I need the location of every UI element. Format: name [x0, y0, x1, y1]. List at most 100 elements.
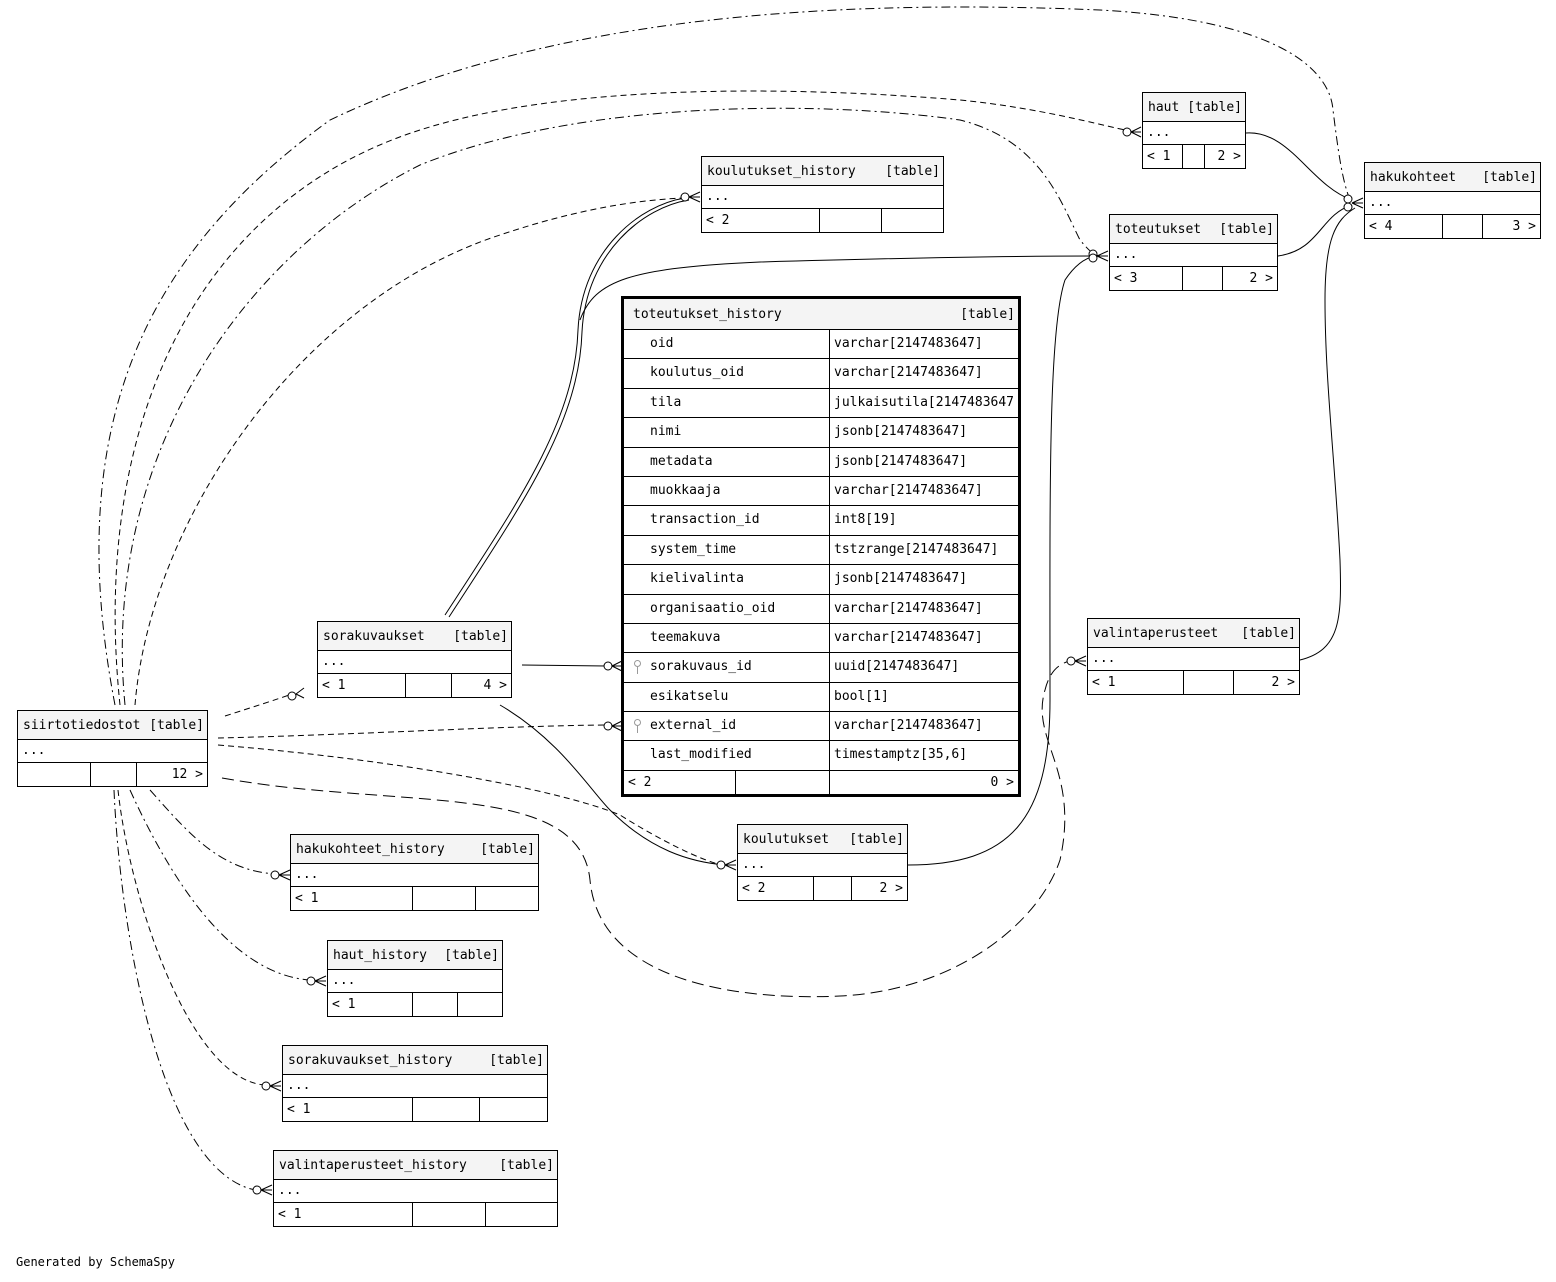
- columns-collapsed[interactable]: ...: [274, 1180, 557, 1203]
- parents-count[interactable]: < 1: [283, 1098, 413, 1121]
- table-name[interactable]: koulutukset_history: [707, 163, 856, 179]
- column-type: varchar[2147483647]: [834, 336, 983, 351]
- table-sorakuvaukset[interactable]: sorakuvaukset [table] ... < 1 4 >: [317, 621, 512, 698]
- table-haut-history[interactable]: haut_history [table] ... < 1: [327, 940, 503, 1017]
- column-type: timestamptz[35,6]: [834, 747, 968, 763]
- table-haut[interactable]: haut [table] ... < 1 2 >: [1142, 92, 1246, 169]
- columns-collapsed[interactable]: ...: [291, 864, 538, 887]
- columns-collapsed[interactable]: ...: [702, 186, 943, 209]
- columns-collapsed[interactable]: ...: [1088, 648, 1299, 671]
- children-count[interactable]: [486, 1203, 557, 1226]
- edge-siirtotiedostot-sorakuvaukset: [224, 692, 296, 717]
- table-footer: < 1 4 >: [318, 674, 511, 697]
- columns-collapsed[interactable]: ...: [738, 854, 907, 877]
- table-name[interactable]: toteutukset: [1115, 221, 1202, 237]
- children-count[interactable]: [480, 1098, 547, 1121]
- table-koulutukset[interactable]: koulutukset [table] ... < 2 2 >: [737, 824, 908, 901]
- table-name[interactable]: haut: [1148, 99, 1180, 115]
- columns-collapsed[interactable]: ...: [318, 651, 511, 674]
- column-name: kielivalinta: [624, 565, 830, 594]
- edge-siirtotiedostot-koulutukset: [217, 744, 723, 866]
- table-name[interactable]: hakukohteet_history: [296, 841, 445, 857]
- table-name[interactable]: valintaperusteet: [1093, 625, 1219, 641]
- table-name[interactable]: siirtotiedostot: [23, 717, 141, 733]
- parents-count[interactable]: < 2: [738, 877, 814, 900]
- table-valintaperusteet-history[interactable]: valintaperusteet_history [table] ... < 1: [273, 1150, 558, 1227]
- columns-collapsed[interactable]: ...: [1110, 244, 1277, 267]
- parents-count[interactable]: < 1: [1143, 145, 1183, 168]
- table-hakukohteet[interactable]: hakukohteet [table] ... < 4 3 >: [1364, 162, 1541, 239]
- table-name[interactable]: sorakuvaukset: [323, 628, 425, 644]
- table-name[interactable]: toteutukset_history: [633, 306, 782, 322]
- columns-collapsed[interactable]: ...: [1365, 192, 1540, 215]
- footer-middle: [413, 887, 476, 910]
- table-name[interactable]: valintaperusteet_history: [279, 1157, 467, 1173]
- parents-count[interactable]: < 1: [318, 674, 406, 697]
- table-name[interactable]: koulutukset: [743, 831, 830, 847]
- children-count[interactable]: 2 >: [1217, 149, 1241, 164]
- columns-collapsed[interactable]: ...: [18, 740, 207, 763]
- table-footer: < 1: [328, 993, 502, 1016]
- table-footer: 12 >: [18, 763, 207, 786]
- table-hakukohteet-history[interactable]: hakukohteet_history [table] ... < 1: [290, 834, 539, 911]
- footer-middle: [413, 1098, 480, 1121]
- parents-count[interactable]: < 1: [274, 1203, 413, 1226]
- parents-count[interactable]: < 2: [702, 209, 820, 232]
- table-siirtotiedostot[interactable]: siirtotiedostot [table] ... 12 >: [17, 710, 208, 787]
- columns-collapsed[interactable]: ...: [283, 1075, 547, 1098]
- column-name: koulutus_oid: [624, 359, 830, 388]
- footer-middle: [1183, 145, 1205, 168]
- children-count[interactable]: [476, 887, 538, 910]
- children-count[interactable]: 3 >: [1512, 219, 1536, 234]
- footer-middle: [413, 993, 458, 1016]
- children-count[interactable]: 2 >: [1249, 271, 1273, 286]
- columns-collapsed[interactable]: ...: [1143, 122, 1245, 145]
- children-count[interactable]: 2 >: [879, 881, 903, 896]
- edge-siirtotiedostot-sorakuvaukset-history: [117, 789, 266, 1086]
- parents-count[interactable]: < 1: [1088, 671, 1184, 694]
- table-name[interactable]: hakukohteet: [1370, 169, 1457, 185]
- children-count[interactable]: 2 >: [1271, 675, 1295, 690]
- children-count[interactable]: [458, 993, 502, 1016]
- table-footer: < 2 2 >: [738, 877, 907, 900]
- table-valintaperusteet[interactable]: valintaperusteet [table] ... < 1 2 >: [1087, 618, 1300, 695]
- table-koulutukset-history[interactable]: koulutukset_history [table] ... < 2: [701, 156, 944, 233]
- table-footer: < 1: [291, 887, 538, 910]
- parents-count[interactable]: < 4: [1365, 215, 1443, 238]
- children-count[interactable]: [882, 209, 943, 232]
- endpoint-marker: [603, 721, 613, 731]
- columns-collapsed[interactable]: ...: [328, 970, 502, 993]
- parents-count[interactable]: [18, 763, 91, 786]
- children-count[interactable]: 0 >: [990, 774, 1014, 790]
- table-sorakuvaukset-history[interactable]: sorakuvaukset_history [table] ... < 1: [282, 1045, 548, 1122]
- children-count[interactable]: 12 >: [171, 767, 203, 782]
- table-name[interactable]: sorakuvaukset_history: [288, 1052, 453, 1068]
- table-name[interactable]: haut_history: [333, 947, 427, 963]
- table-header: koulutukset [table]: [738, 825, 907, 854]
- parents-count[interactable]: < 2: [624, 770, 736, 794]
- parents-count[interactable]: < 1: [328, 993, 413, 1016]
- table-toteutukset[interactable]: toteutukset [table] ... < 3 2 >: [1109, 214, 1278, 291]
- column-type: jsonb[2147483647]: [834, 424, 968, 440]
- parents-count[interactable]: < 3: [1110, 267, 1183, 290]
- endpoint-marker: [603, 661, 613, 671]
- children-count[interactable]: 4 >: [483, 678, 507, 693]
- parents-count[interactable]: < 1: [291, 887, 413, 910]
